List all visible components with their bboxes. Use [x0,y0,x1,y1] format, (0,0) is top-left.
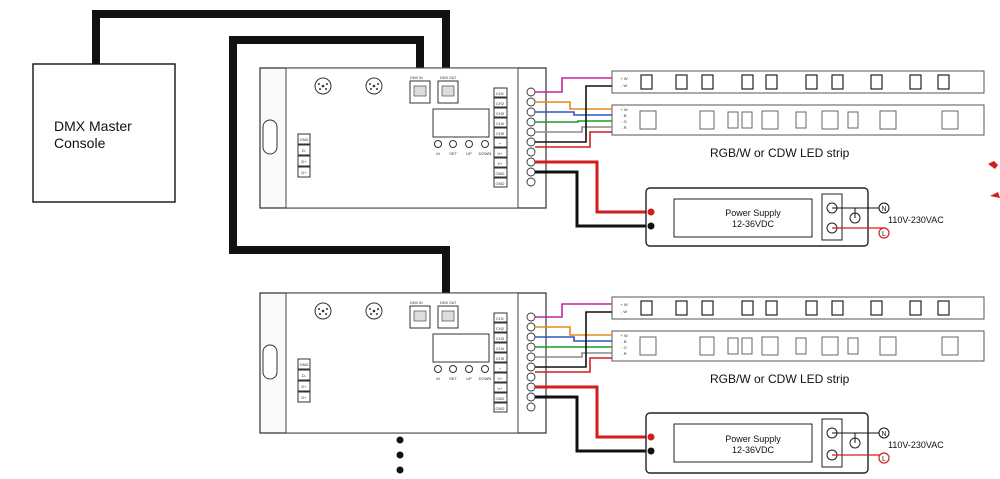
output-pin-ch3: CH3 [496,111,505,116]
dc-minus-wire-2 [535,395,650,453]
output-terminal-block-2: CH1 CH2 CH3 CH4 CH5 + V+ V+ GND GND [493,312,508,413]
button-label-down-2: DOWN [479,376,492,381]
strip-pin-minus-b-2: - B [621,339,626,344]
left-pin-gnd: GND [300,137,309,142]
strip-pin-plus-w-2: + W [620,107,627,112]
strip-pin-plus-w-4: + W [620,333,627,338]
output-pin-plus-2: + [499,366,502,371]
strip-pin-minus-r-2: - R [621,351,626,356]
strip-pin-plus-w-3: + W [620,302,627,307]
left-pin-d-minus-2: D- [302,373,307,378]
dmx-decoder-1: DMX IN DMX OUT M SET UP DOWN GND D- D+ D… [259,67,547,209]
button-label-down: DOWN [479,151,492,156]
strip-pin-minus-w-2: - W [621,309,627,314]
button-label-set: SET [449,151,457,156]
console-label-line2: Console [54,135,106,151]
output-pin-ch2: CH2 [496,101,505,106]
dmx-out-label: DMX OUT [440,76,457,80]
output-pin-vplus-3: V+ [497,376,503,381]
left-pin-d-plus-4: D+ [301,395,307,400]
strip-pin-minus-b: - B [621,113,626,118]
output-pin-ch5-2: CH5 [496,356,505,361]
output-pin-ch2-2: CH2 [496,326,505,331]
button-label-set-2: SET [449,376,457,381]
dc-minus-wire-1 [535,170,650,228]
output-pin-ch1-2: CH1 [496,316,505,321]
dmx-cable-console-to-decoder-1 [92,10,450,75]
dmx-cable-decoder-1-to-decoder-2 [229,36,450,298]
output-terminal-block-1: CH1 CH2 CH3 CH4 CH5 + V+ V+ GND GND [493,87,508,188]
dc-plus-wire-2 [535,385,650,439]
strip-pin-minus-g: - G [621,119,627,124]
left-pin-gnd-2: GND [300,362,309,367]
led-strip-cdw-1: + W - B - G - R [611,104,985,136]
psu-label-line1-1: Power Supply [725,208,781,218]
power-supply-2: Power Supply 12-36VDC N L 110V-230VAC [645,412,944,474]
strip-pin-minus-g-2: - G [621,345,627,350]
strip-pin-plus-w: + W [620,76,627,81]
terminal-l-2: L [882,456,886,463]
button-label-m-2: M [436,376,439,381]
mains-label-1: 110V-230VAC [888,215,944,225]
left-pin-d-minus: D- [302,148,307,153]
dmx-in-label-2: DMX IN [410,301,423,305]
psu-label-line1-2: Power Supply [725,434,781,444]
dmx-master-console: DMX Master Console [32,63,176,203]
strip-label-2: RGB/W or CDW LED strip [710,372,850,386]
power-supply-1: Power Supply 12-36VDC N L 110V-230VAC [645,187,944,247]
mains-label-2: 110V-230VAC [888,440,944,450]
strip-pin-minus-r: - R [621,125,626,130]
button-label-up: UP [466,151,472,156]
output-pin-ch4-2: CH4 [496,346,505,351]
edge-red-marks [988,161,1000,198]
left-pin-d-plus: D+ [301,159,307,164]
terminal-l-1: L [882,231,886,238]
led-strip-cdw-2: + W - B - G - R [611,330,985,362]
led-strip-rgbw-2: + W - W [611,296,985,320]
output-pin-ch5: CH5 [496,131,505,136]
dmx-cables [92,10,450,298]
output-pin-vplus-1: V+ [497,151,503,156]
output-pin-ch4: CH4 [496,121,505,126]
dmx-out-label-2: DMX OUT [440,301,457,305]
psu-label-line2-1: 12-36VDC [732,219,775,229]
led-strip-rgbw-1: + W - W [611,70,985,94]
console-label-line1: DMX Master [54,118,132,134]
output-pin-gnd-3: GND [496,396,505,401]
button-label-up-2: UP [466,376,472,381]
strip-label-1: RGB/W or CDW LED strip [710,146,850,160]
button-label-m: M [436,151,439,156]
strip-pin-minus-w: - W [621,83,627,88]
terminal-n-2: N [881,431,886,438]
output-pin-ch1: CH1 [496,91,505,96]
output-pin-vplus-2: V+ [497,161,503,166]
left-pin-d-plus-3: D+ [301,384,307,389]
left-pin-d-plus-2: D+ [301,170,307,175]
signal-wires-2 [535,303,612,373]
output-pin-plus: + [499,141,502,146]
output-pin-vplus-4: V+ [497,386,503,391]
signal-wires-1 [535,77,612,148]
output-pin-ch3-2: CH3 [496,336,505,341]
output-pin-gnd-1: GND [496,171,505,176]
dmx-decoder-2: DMX IN DMX OUT M SET UP DOWN GND D- D+ D… [259,292,547,434]
continuation-ellipsis [396,436,404,474]
dmx-in-label: DMX IN [410,76,423,80]
terminal-n-1: N [881,206,886,213]
output-pin-gnd-2: GND [496,181,505,186]
psu-label-line2-2: 12-36VDC [732,445,775,455]
output-pin-gnd-4: GND [496,406,505,411]
dc-plus-wire-1 [535,160,650,214]
